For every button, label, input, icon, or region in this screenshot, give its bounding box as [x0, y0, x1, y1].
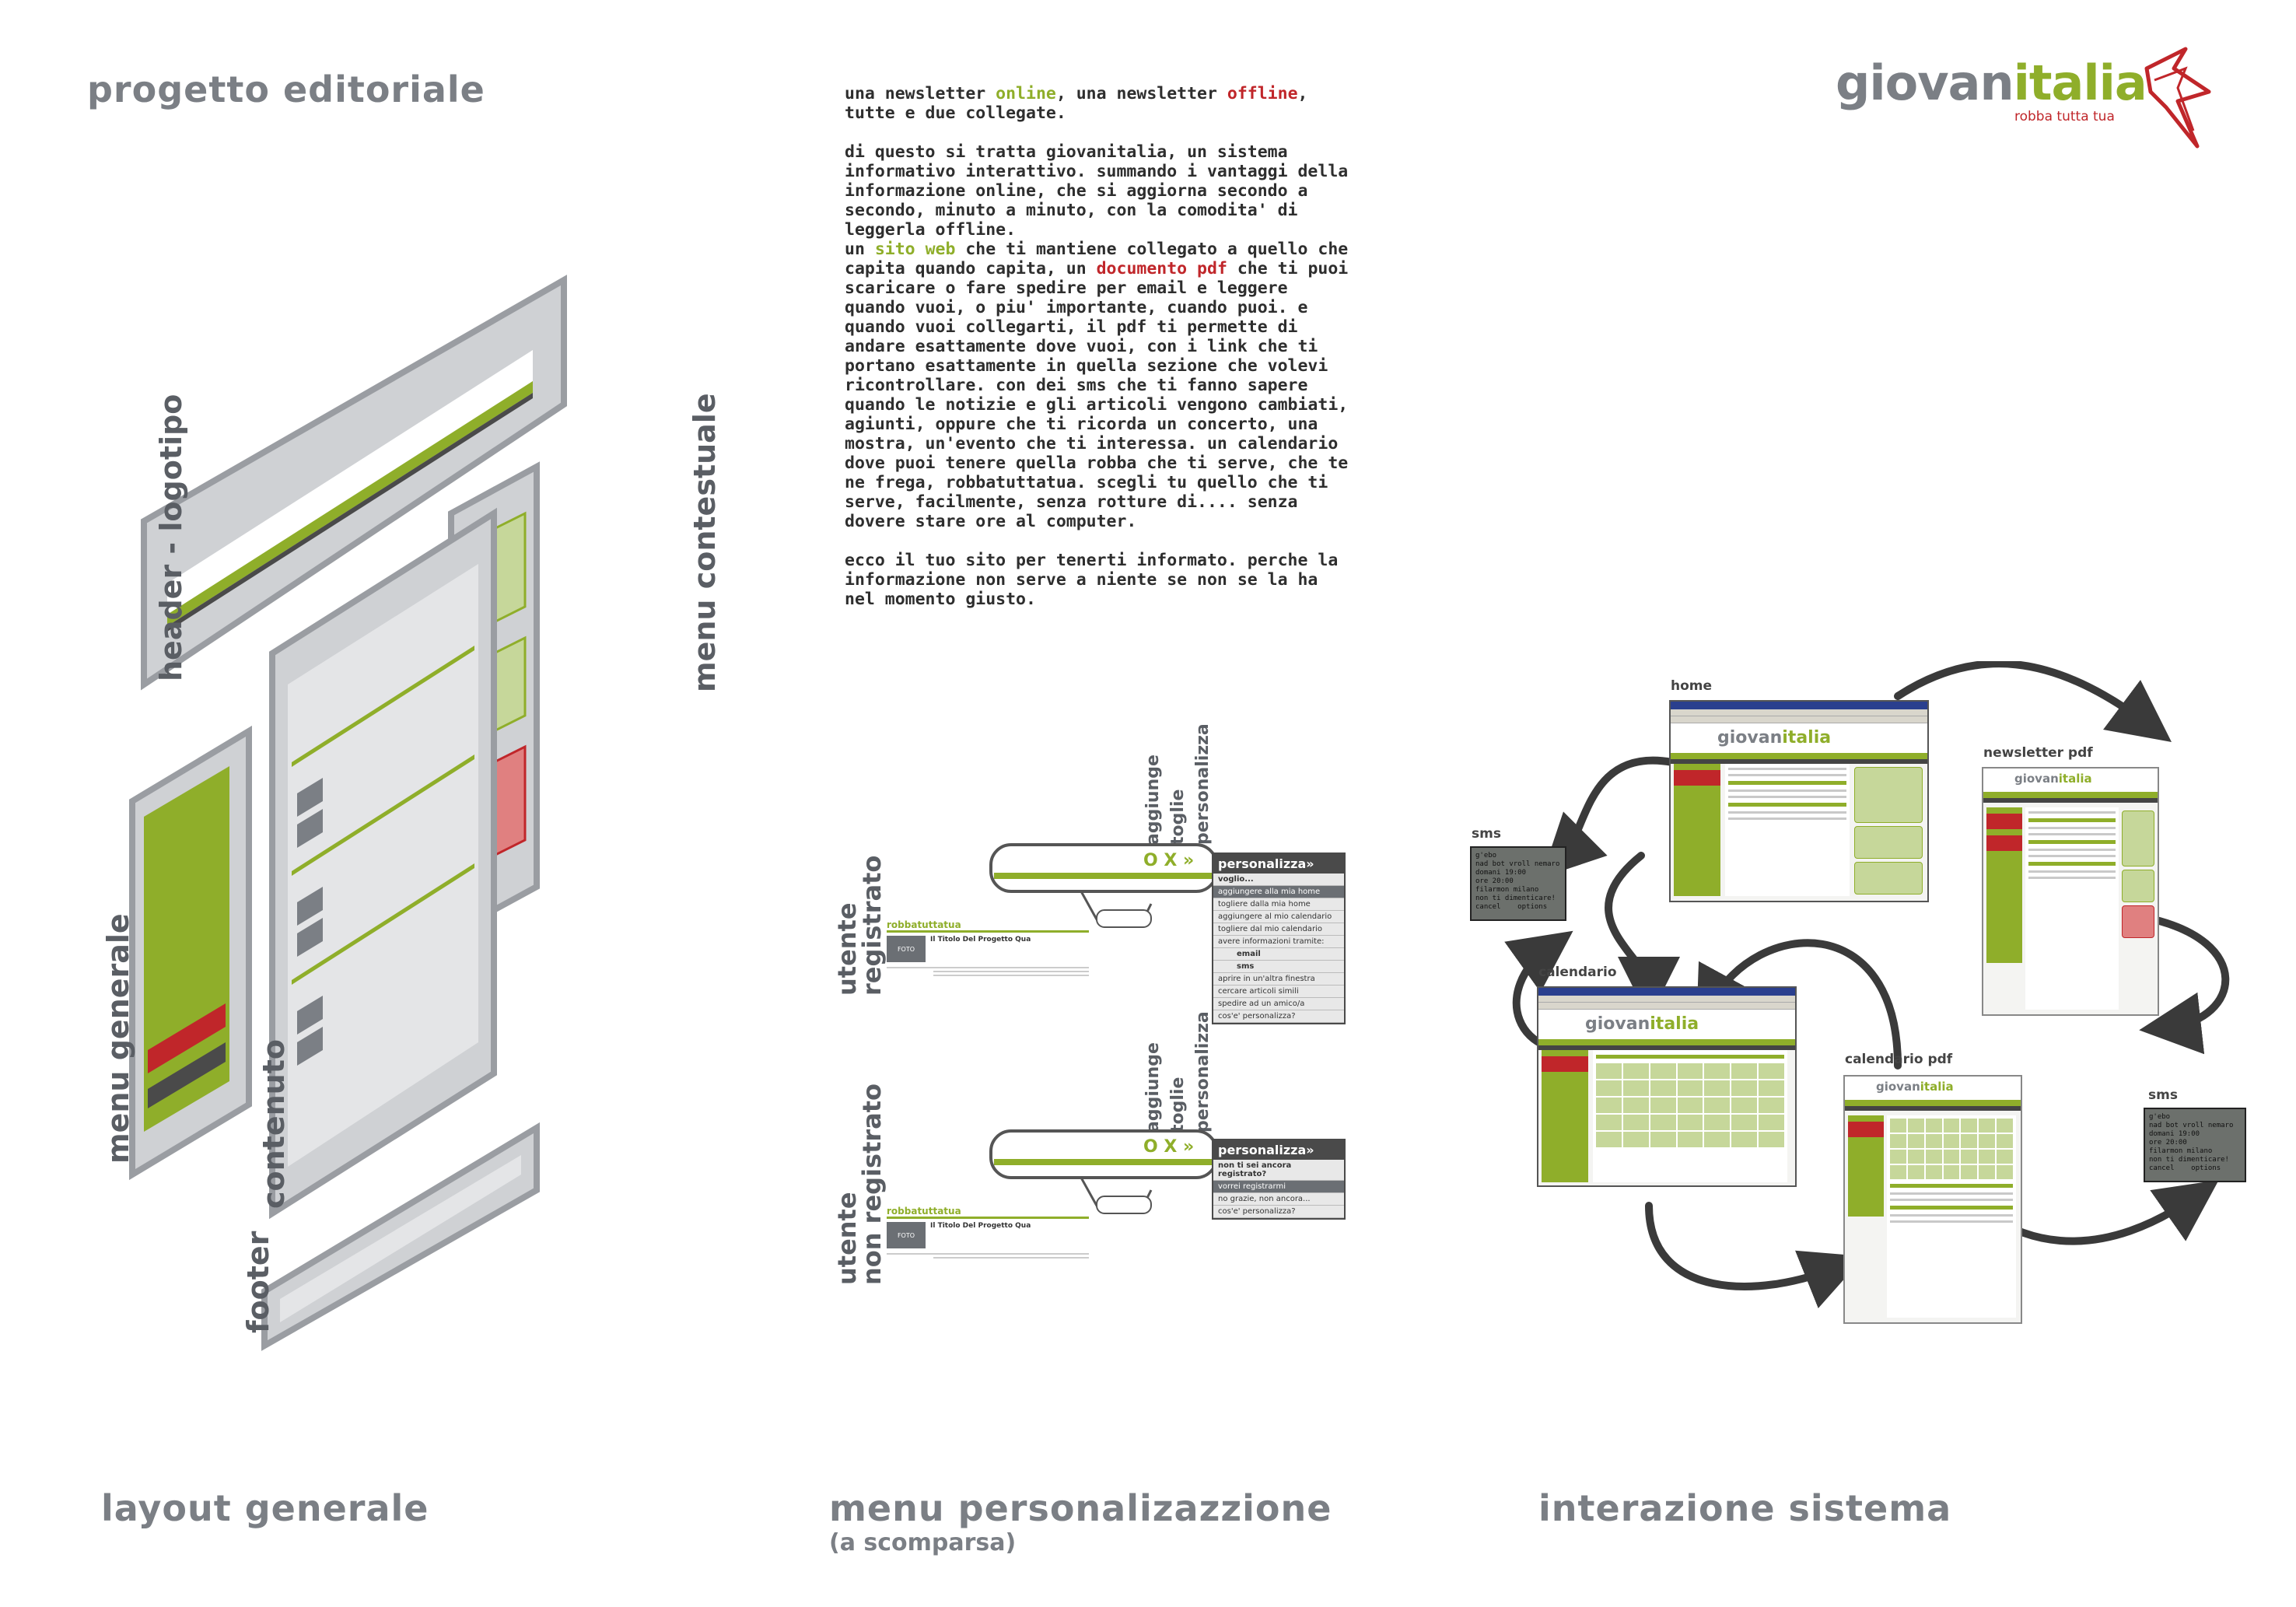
unregistered-sample-article: robbatuttatua FOTO Il Titolo Del Progett…	[887, 1206, 1089, 1261]
registered-toolbar-zoom	[989, 843, 1218, 928]
menu-item-aggiungere-calendario[interactable]: aggiungere al mio calendario	[1213, 911, 1344, 923]
giovanitalia-logo: giovanitalia robba tutta tua	[1836, 47, 2240, 171]
menu-item-sms[interactable]: sms	[1213, 961, 1344, 973]
sample-article-title[interactable]: Il Titolo Del Progetto Qua	[930, 936, 1031, 944]
section-subtitle-menu: (a scomparsa)	[829, 1529, 1017, 1556]
logo-word-italia: italia	[2013, 54, 2147, 111]
sms-phone-right: g'ebo nad bot vroll nemaro domani 19:00 …	[2144, 1108, 2246, 1182]
section-title-editorial: progetto editoriale	[87, 68, 485, 110]
menu-item-cercare-simili[interactable]: cercare articoli simili	[1213, 986, 1344, 998]
flow-label-calendario-pdf: calendario pdf	[1845, 1052, 1953, 1067]
contenuto-plane	[269, 507, 497, 1220]
label-footer: footer	[241, 1231, 275, 1333]
description-paragraph-3: ecco il tuo sito per tenerti informato. …	[845, 551, 1339, 609]
menu-item-aprire-finestra[interactable]: aprire in un'altra finestra	[1213, 973, 1344, 986]
screenshot-home: giovanitalia	[1669, 700, 1929, 902]
label-utente-registrato-2: registrato	[857, 855, 887, 996]
menu-item-non-registrato: non ti sei ancora registrato?	[1213, 1160, 1344, 1181]
label-header-logotipo: header - logotipo	[154, 394, 188, 681]
flow-label-calendario: calendario	[1538, 965, 1617, 980]
menu-generale-plane	[129, 725, 252, 1181]
label-contenuto: contenuto	[257, 1039, 291, 1209]
sample-article-title-2[interactable]: Il Titolo Del Progetto Qua	[930, 1222, 1031, 1230]
menu-item-avere-informazioni: avere informazioni tramite:	[1213, 936, 1344, 948]
label-menu-contestuale: menu contestuale	[688, 393, 722, 692]
menu-item-cos-e-personalizza-2[interactable]: cos'e' personalizza?	[1213, 1206, 1344, 1218]
menu-item-email[interactable]: email	[1213, 948, 1344, 961]
action-toglie-1: toglie	[1168, 789, 1188, 845]
logo-arrow-icon	[2144, 47, 2211, 149]
sample-section-title: robbatuttatua	[887, 919, 1089, 933]
section-title-layout: layout generale	[101, 1487, 429, 1529]
unregistered-controls[interactable]: O X »	[1143, 1137, 1195, 1157]
logo-word-giovan: giovan	[1836, 54, 2014, 111]
flow-label-sms-right: sms	[2148, 1087, 2178, 1103]
action-personalizza-2: personalizza	[1193, 1011, 1213, 1133]
sample-photo-2: FOTO	[887, 1222, 926, 1248]
sms-phone-left: g'ebo nad bot vroll nemaro domani 19:00 …	[1470, 846, 1566, 921]
description-paragraph-2: di questo si tratta giovanitalia, un sis…	[845, 142, 1349, 531]
menu-item-spedire-amico[interactable]: spedire ad un amico/a	[1213, 998, 1344, 1010]
menu-item-voglio: voglio...	[1213, 874, 1344, 886]
section-title-interaction: interazione sistema	[1538, 1487, 1952, 1529]
sample-photo: FOTO	[887, 936, 926, 962]
menu-item-togliere-calendario[interactable]: togliere dal mio calendario	[1213, 923, 1344, 936]
section-title-menu: menu personalizazzione	[829, 1487, 1332, 1529]
screenshot-calendario-pdf: giovanitalia	[1843, 1075, 2022, 1324]
documento-pdf-link: documento pdf	[1096, 259, 1227, 278]
sito-web-link: sito web	[874, 240, 956, 259]
label-menu-generale: menu generale	[101, 913, 135, 1164]
footer-plane	[261, 1122, 540, 1351]
menu-item-togliere-home[interactable]: togliere dalla mia home	[1213, 898, 1344, 911]
header-plane	[141, 275, 567, 691]
menu-item-aggiungere-home[interactable]: aggiungere alla mia home	[1213, 886, 1344, 898]
label-utente-non-registrato-2: non registrato	[857, 1083, 887, 1285]
registered-sample-article: robbatuttatua FOTO Il Titolo Del Progett…	[887, 919, 1089, 979]
screenshot-newsletter-pdf: giovanitalia	[1982, 767, 2159, 1016]
description-paragraph-1: una newsletter online, una newsletter of…	[845, 84, 1308, 123]
menu-item-no-grazie[interactable]: no grazie, non ancora...	[1213, 1193, 1344, 1206]
personalizza-menu-header-2[interactable]: personalizza»	[1213, 1140, 1344, 1160]
flow-label-newsletter-pdf: newsletter pdf	[1983, 745, 2093, 761]
project-description: una newsletter online, una newsletter of…	[845, 84, 1358, 628]
flow-label-home: home	[1671, 678, 1713, 694]
unregistered-personalizza-menu[interactable]: personalizza» non ti sei ancora registra…	[1212, 1139, 1346, 1220]
menu-item-cos-e-personalizza[interactable]: cos'e' personalizza?	[1213, 1010, 1344, 1023]
registered-controls[interactable]: O X »	[1143, 851, 1195, 870]
logo-tagline: robba tutta tua	[2014, 109, 2115, 124]
flow-label-sms-left: sms	[1472, 826, 1501, 842]
screenshot-calendario: giovanitalia	[1537, 986, 1797, 1187]
sample-section-title-2: robbatuttatua	[887, 1206, 1089, 1219]
personalizza-menu-header[interactable]: personalizza»	[1213, 854, 1344, 874]
menu-item-vorrei-registrarmi[interactable]: vorrei registrarmi	[1213, 1181, 1344, 1193]
action-aggiunge-2: aggiunge	[1143, 1042, 1163, 1133]
registered-personalizza-menu[interactable]: personalizza» voglio... aggiungere alla …	[1212, 853, 1346, 1024]
layout-isometric-diagram	[129, 275, 567, 1351]
action-personalizza-1: personalizza	[1193, 723, 1213, 845]
action-toglie-2: toglie	[1168, 1077, 1188, 1133]
action-aggiunge-1: aggiunge	[1143, 754, 1163, 845]
